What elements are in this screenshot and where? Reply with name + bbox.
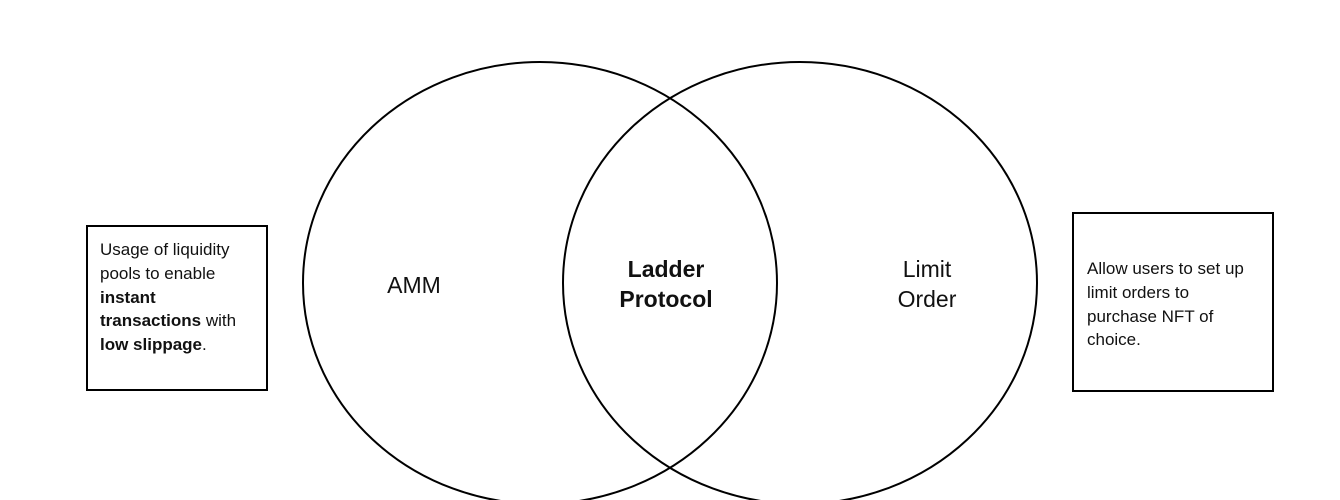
amm-description-bold-instant: instant transactions <box>100 287 202 331</box>
amm-description-part: Usage of liquidity pools to enable <box>100 240 230 283</box>
limit-order-description-box: Allow users to set up limit orders to pu… <box>1072 212 1274 392</box>
amm-description-box: Usage of liquidity pools to enable insta… <box>86 225 268 391</box>
amm-circle <box>302 61 778 500</box>
amm-label: AMM <box>354 270 474 300</box>
ladder-protocol-label: Ladder Protocol <box>586 254 746 314</box>
limit-order-label-line-2: Order <box>897 286 957 312</box>
amm-description-part: . <box>202 335 207 355</box>
limit-order-label-line-1: Limit <box>902 256 952 282</box>
amm-label-line: AMM <box>387 272 441 298</box>
amm-description-bold-slippage: low slippage <box>100 335 203 355</box>
amm-description-part: with <box>201 311 237 331</box>
ladder-protocol-label-line-1: Ladder <box>627 256 705 282</box>
ladder-protocol-label-line-2: Protocol <box>619 286 713 312</box>
limit-order-label: Limit Order <box>867 254 987 314</box>
limit-order-circle <box>562 61 1038 500</box>
limit-order-description-text: Allow users to set up limit orders to pu… <box>1087 259 1244 350</box>
